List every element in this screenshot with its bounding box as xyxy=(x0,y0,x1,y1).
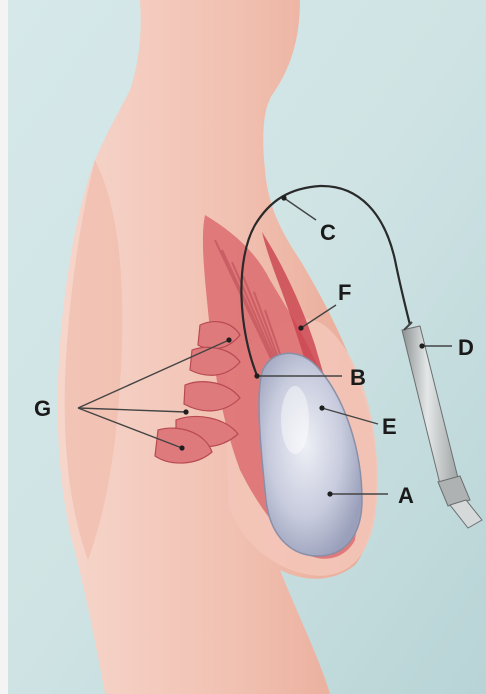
label-c: C xyxy=(320,220,336,245)
label-d: D xyxy=(458,335,474,360)
label-f: F xyxy=(338,280,351,305)
label-e: E xyxy=(382,414,397,439)
left-border-strip xyxy=(0,0,8,694)
implant-highlight xyxy=(281,386,309,454)
label-a: A xyxy=(398,483,414,508)
label-b: B xyxy=(350,365,366,390)
label-g: G xyxy=(34,396,51,421)
